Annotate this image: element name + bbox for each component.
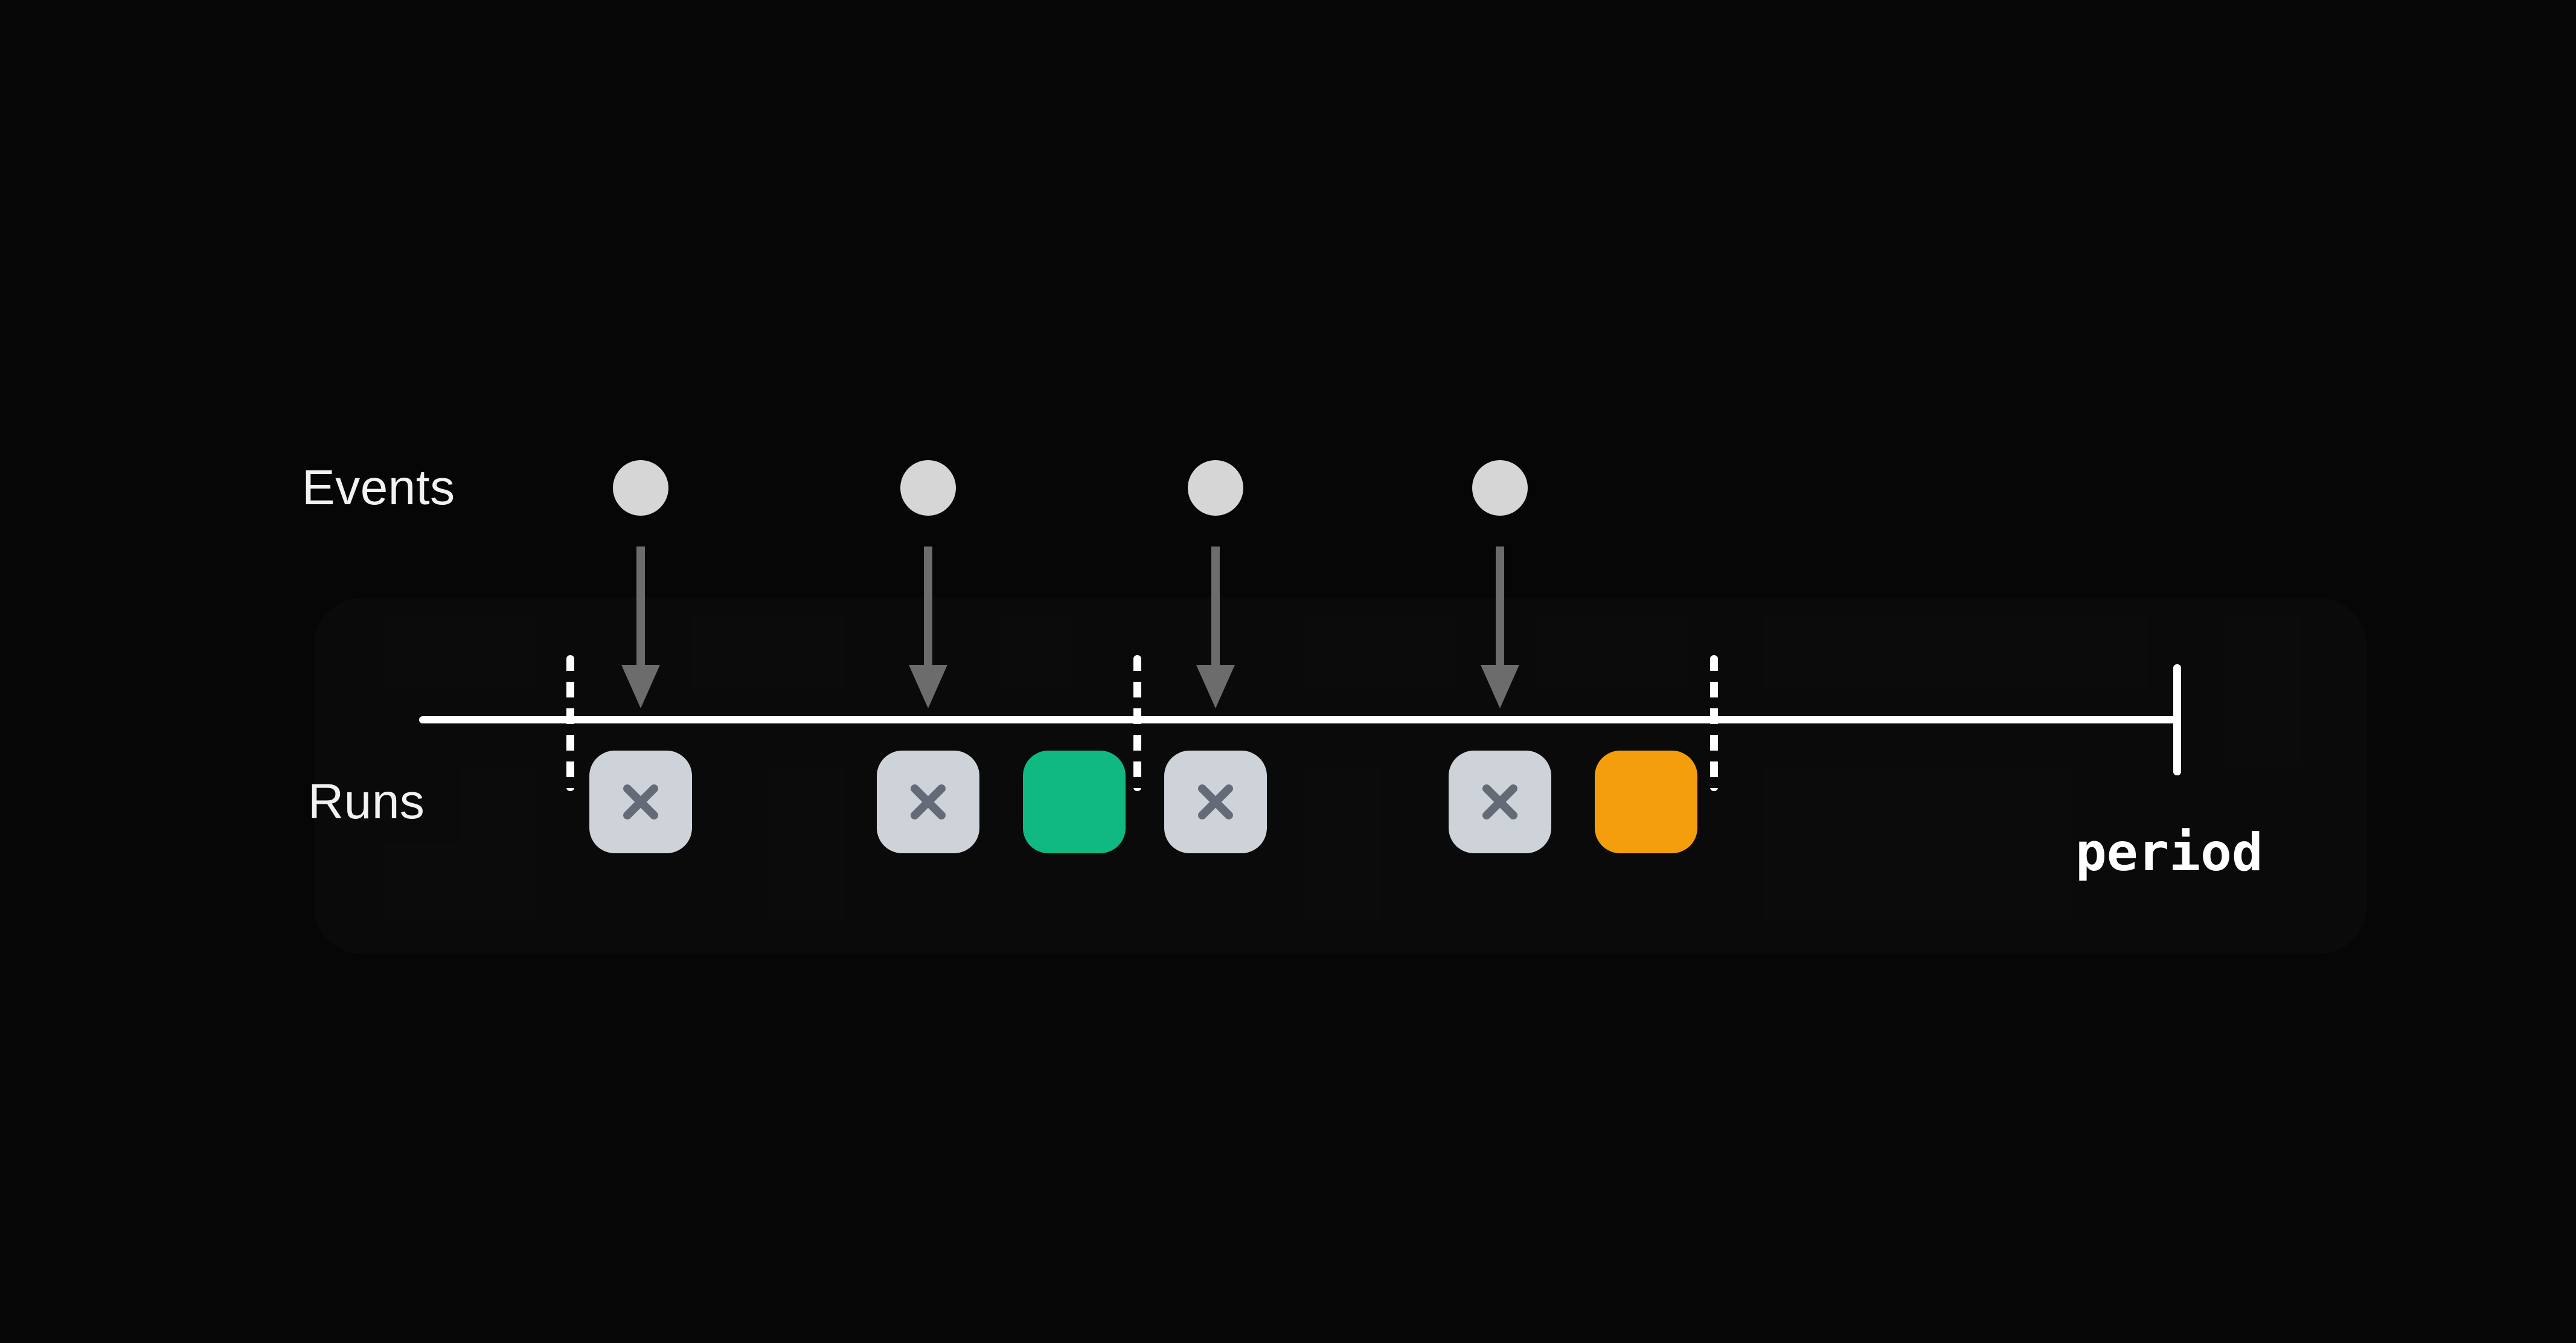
run-orange — [1595, 751, 1697, 853]
run-crossed — [1164, 751, 1267, 853]
period-divider — [1133, 655, 1141, 791]
event-dot-icon — [1472, 460, 1528, 516]
down-arrow-icon — [909, 546, 947, 708]
event-dot-icon — [900, 460, 956, 516]
x-icon — [623, 784, 658, 819]
period-divider — [566, 655, 574, 791]
down-arrow-icon — [1196, 546, 1235, 708]
events-row-label: Events — [302, 460, 455, 515]
x-icon — [1198, 784, 1233, 819]
run-crossed — [877, 751, 979, 853]
timeline-axis — [419, 716, 2177, 723]
run-crossed — [589, 751, 692, 853]
event-dot-icon — [613, 460, 668, 516]
x-icon — [1482, 784, 1517, 819]
period-label: period — [2075, 822, 2263, 883]
down-arrow-icon — [1481, 546, 1519, 708]
event-dot-icon — [1188, 460, 1243, 516]
run-crossed — [1449, 751, 1551, 853]
period-divider — [1710, 655, 1718, 791]
timeline-end-tick — [2173, 664, 2181, 775]
run-green — [1023, 751, 1126, 853]
x-icon — [911, 784, 946, 819]
runs-row-label: Runs — [308, 774, 425, 829]
down-arrow-icon — [621, 546, 660, 708]
